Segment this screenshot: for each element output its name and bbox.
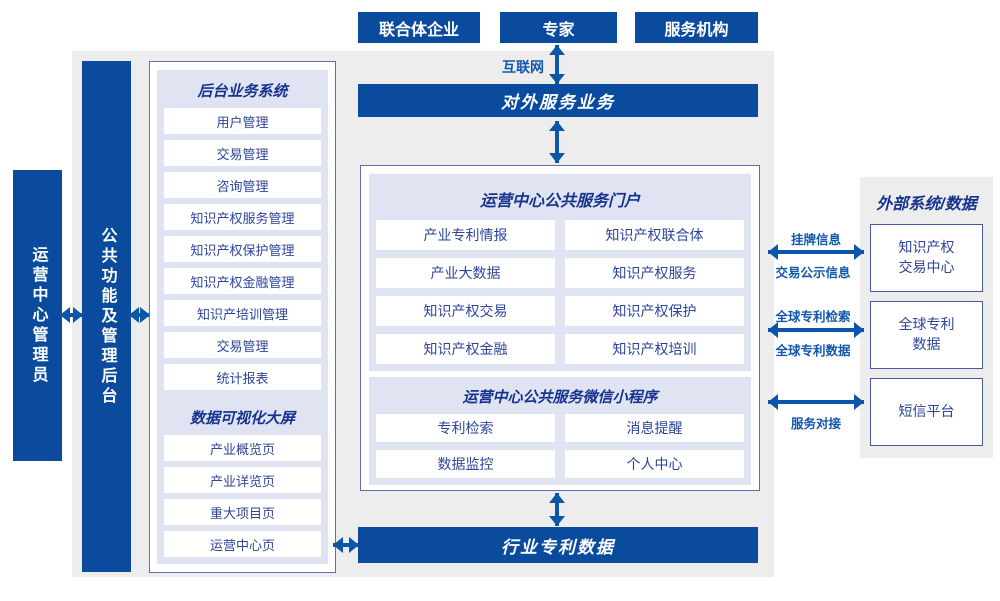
backend-system-list: 用户管理 交易管理 咨询管理 知识产权服务管理 知识产权保护管理 知识产权金融管… — [164, 108, 321, 390]
list-item: 产业详览页 — [164, 467, 321, 493]
external-systems-list: 知识产权 交易中心 全球专利 数据 短信平台 — [870, 224, 983, 446]
portal-item: 知识产权服务 — [565, 258, 744, 288]
miniprogram-title: 运营中心公共服务微信小程序 — [462, 389, 658, 406]
portal-panel: 运营中心公共服务门户 产业专利情报 知识产权联合体 产业大数据 知识产权服务 知… — [369, 174, 751, 371]
portal-container: 运营中心公共服务门户 产业专利情报 知识产权联合体 产业大数据 知识产权服务 知… — [360, 165, 760, 491]
external-systems-title: 外部系统/数据 — [876, 196, 977, 213]
backend-system-title: 后台业务系统 — [197, 83, 288, 100]
portal-item: 知识产权培训 — [565, 334, 744, 364]
ip-exchange-double-arrow-icon — [768, 244, 864, 260]
external-system-sms-platform: 短信平台 — [870, 378, 983, 446]
listing-info-label: 挂牌信息 — [790, 233, 841, 247]
miniprogram-panel: 运营中心公共服务微信小程序 专利检索 消息提醒 数据监控 个人中心 — [369, 377, 751, 485]
miniprogram-item: 个人中心 — [565, 450, 744, 478]
global-patent-search-label: 全球专利检索 — [775, 310, 851, 324]
admin-role-bar: 运营中心管理员 — [13, 170, 62, 461]
list-item: 重大项目页 — [164, 499, 321, 525]
portal-item: 产业大数据 — [376, 258, 555, 288]
portal-item: 知识产权金融 — [376, 334, 555, 364]
portal-item: 产业专利情报 — [376, 220, 555, 250]
backend-mgmt-bar: 公共功能及管理后台 — [82, 61, 131, 572]
portal-grid: 产业专利情报 知识产权联合体 产业大数据 知识产权服务 知识产权交易 知识产权保… — [376, 220, 744, 364]
miniprogram-grid: 专利检索 消息提醒 数据监控 个人中心 — [376, 414, 744, 478]
service-connect-label: 服务对接 — [790, 417, 841, 431]
portal-data-double-arrow-icon — [549, 493, 565, 526]
dashboard-list: 产业概览页 产业详览页 重大项目页 运营中心页 — [164, 435, 321, 557]
internet-double-arrow-icon — [549, 45, 565, 84]
external-service-bar: 对外服务业务 — [358, 84, 758, 117]
actor-service-organizations: 服务机构 — [635, 12, 758, 43]
external-systems-panel: 外部系统/数据 知识产权 交易中心 全球专利 数据 短信平台 — [860, 177, 993, 458]
list-item: 统计报表 — [164, 364, 321, 390]
admin-backend-double-arrow-icon — [60, 307, 83, 323]
portal-item: 知识产权保护 — [565, 296, 744, 326]
list-item: 运营中心页 — [164, 531, 321, 557]
dashboard-title: 数据可视化大屏 — [189, 410, 295, 427]
list-item: 产业概览页 — [164, 435, 321, 461]
list-item: 知识产权金融管理 — [164, 268, 321, 294]
list-item: 知识产权服务管理 — [164, 204, 321, 230]
miniprogram-item: 数据监控 — [376, 450, 555, 478]
actor-experts: 专家 — [500, 12, 617, 43]
list-item: 用户管理 — [164, 108, 321, 134]
portal-item: 知识产权交易 — [376, 296, 555, 326]
miniprogram-item: 专利检索 — [376, 414, 555, 442]
list-item: 知识产培训管理 — [164, 300, 321, 326]
list-item: 交易管理 — [164, 140, 321, 166]
external-system-ip-exchange: 知识产权 交易中心 — [870, 224, 983, 292]
backend-system-panel: 后台业务系统 用户管理 交易管理 咨询管理 知识产权服务管理 知识产权保护管理 … — [157, 70, 328, 397]
portal-title: 运营中心公共服务门户 — [479, 193, 640, 210]
global-patent-data-label: 全球专利数据 — [775, 344, 851, 358]
transaction-publicity-label: 交易公示信息 — [775, 266, 851, 280]
dashboard-data-double-arrow-icon — [333, 537, 359, 553]
backend-container-double-arrow-icon — [129, 307, 150, 323]
portal-item: 知识产权联合体 — [565, 220, 744, 250]
external-system-global-patent-data: 全球专利 数据 — [870, 301, 983, 369]
list-item: 知识产权保护管理 — [164, 236, 321, 262]
actor-consortium-enterprises: 联合体企业 — [358, 12, 480, 43]
service-portal-double-arrow-icon — [549, 121, 565, 163]
global-patent-double-arrow-icon — [768, 322, 864, 338]
industry-patent-data-bar: 行业专利数据 — [358, 527, 758, 563]
backend-container: 后台业务系统 用户管理 交易管理 咨询管理 知识产权服务管理 知识产权保护管理 … — [149, 61, 336, 573]
list-item: 交易管理 — [164, 332, 321, 358]
dashboard-panel: 数据可视化大屏 产业概览页 产业详览页 重大项目页 运营中心页 — [157, 397, 328, 564]
list-item: 咨询管理 — [164, 172, 321, 198]
miniprogram-item: 消息提醒 — [565, 414, 744, 442]
sms-service-double-arrow-icon — [768, 394, 864, 410]
internet-label: 互联网 — [502, 59, 544, 75]
